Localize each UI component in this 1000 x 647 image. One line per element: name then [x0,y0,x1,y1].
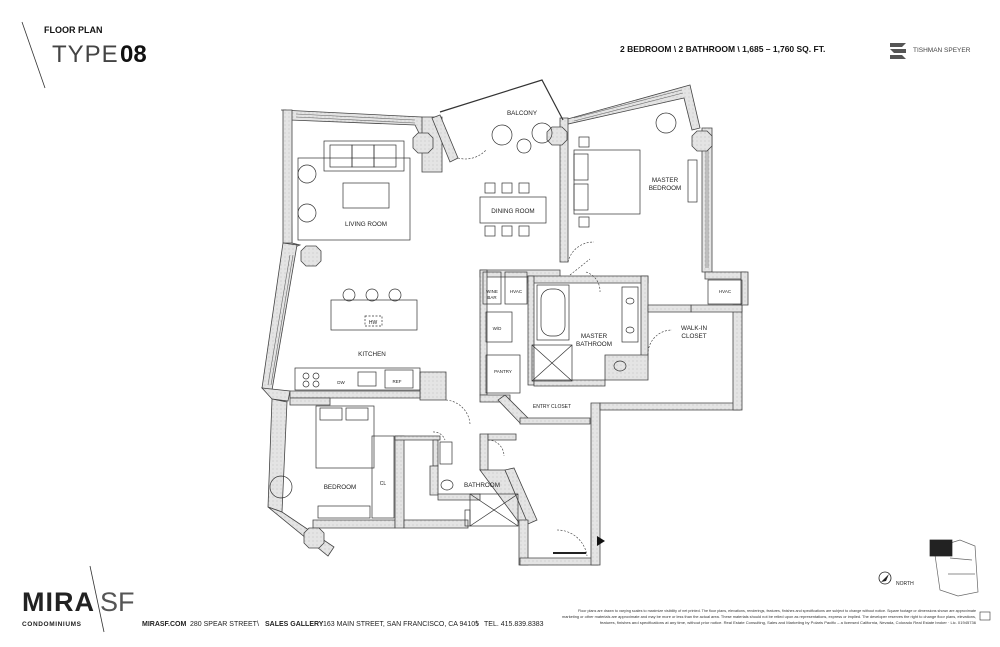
unit-specs: 2 BEDROOM \ 2 BATHROOM \ 1,685 – 1,760 S… [620,44,825,54]
window-lines [267,89,709,386]
disclaimer-line-2: marketing or other materials are approxi… [562,615,976,619]
footer-address: 280 SPEAR STREET [190,621,258,628]
room-label-dining: DINING ROOM [491,208,534,215]
entry-arrow-icon [597,536,605,546]
brand-subtitle: CONDOMINIUMS [22,621,82,628]
plan-type-word: TYPE [52,41,119,68]
structural-columns [300,126,713,549]
dining-table [479,196,547,224]
footer-sep-1: \ [257,621,259,628]
coffee-table [342,182,390,209]
label-hvac-1: HVAC [510,289,523,294]
kitchen-island [330,299,418,331]
tishman-speyer-logo-icon [890,43,906,59]
equal-housing-icon [979,611,991,621]
label-pantry: PANTRY [494,369,512,374]
floor-plan-label: FLOOR PLAN [44,25,103,35]
room-label-kitchen: KITCHEN [358,351,386,358]
room-label-walkin-2: CLOSET [681,333,706,340]
bedroom-bed [315,405,375,469]
label-hvac-2: HVAC [719,289,732,294]
footer-gallery-address: 163 MAIN STREET, SAN FRANCISCO, CA 94105 [323,621,479,628]
key-plan [929,539,979,597]
master-bathtub [536,284,570,341]
room-label-master-bedroom-1: MASTER [652,177,679,184]
footer-tel: TEL. 415.839.8383 [484,621,544,628]
developer-name: TISHMAN SPEYER [913,47,971,54]
room-label-bathroom: BATHROOM [464,482,500,489]
label-wd: W/D [493,326,502,331]
master-bed [573,149,641,215]
footer-sep-2: \ [476,621,478,628]
label-wine-2: BAR [487,295,497,300]
room-label-master-bath-2: BATHROOM [576,341,612,348]
room-label-bedroom: BEDROOM [324,484,357,491]
brand-logo-main: MIRA [22,587,95,617]
header-divider-line [21,21,46,89]
plan-type-number: 08 [120,41,147,68]
appliance-label-hw: HW [369,320,378,326]
disclaimer-line-3: features, finishes and specifications at… [600,621,976,625]
brand-logo-sf: SF [100,587,135,617]
room-label-walkin-1: WALK-IN [681,325,707,332]
north-compass-icon [878,571,892,585]
footer-gallery-label: SALES GALLERY [265,621,324,628]
label-wine-1: WINE [486,289,498,294]
furniture [269,112,743,527]
room-label-living: LIVING ROOM [345,221,387,228]
brand-divider-line [89,565,105,633]
appliance-label-ref: REF [393,379,402,384]
appliance-label-dw: DW [337,380,345,385]
exterior-walls [260,79,749,566]
disclaimer-line-1: Floor plans are drawn to varying scales … [578,609,976,613]
sofa [323,140,405,172]
room-label-balcony: BALCONY [507,110,538,117]
room-label-cl: CL [380,481,387,487]
room-label-master-bedroom-2: BEDROOM [649,185,682,192]
room-label-entry-closet: ENTRY CLOSET [533,404,571,410]
door-swings [432,149,673,557]
footer-website: MIRASF.COM [142,621,187,628]
room-label-master-bath-1: MASTER [581,333,608,340]
compass-label: NORTH [896,581,914,587]
